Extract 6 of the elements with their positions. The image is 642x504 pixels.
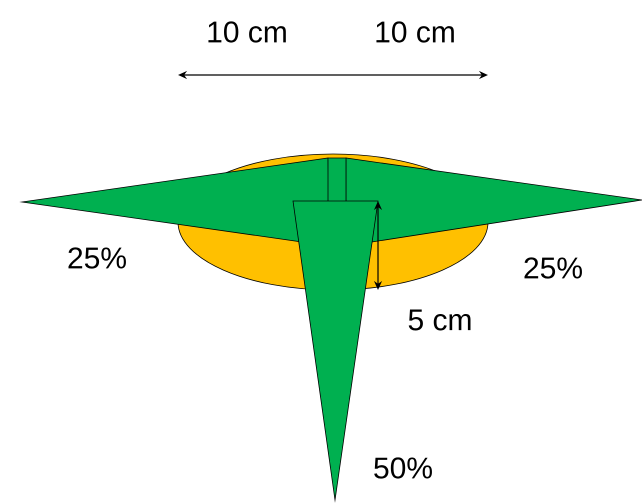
dimension-label: 10 cm xyxy=(208,21,286,43)
dimension-label: 10 cm xyxy=(376,21,454,43)
percentage-label: 50% xyxy=(374,457,432,479)
dimension-label: 5 cm xyxy=(408,310,470,330)
percentage-label: 25% xyxy=(524,257,582,279)
percentage-label: 25% xyxy=(68,247,126,269)
